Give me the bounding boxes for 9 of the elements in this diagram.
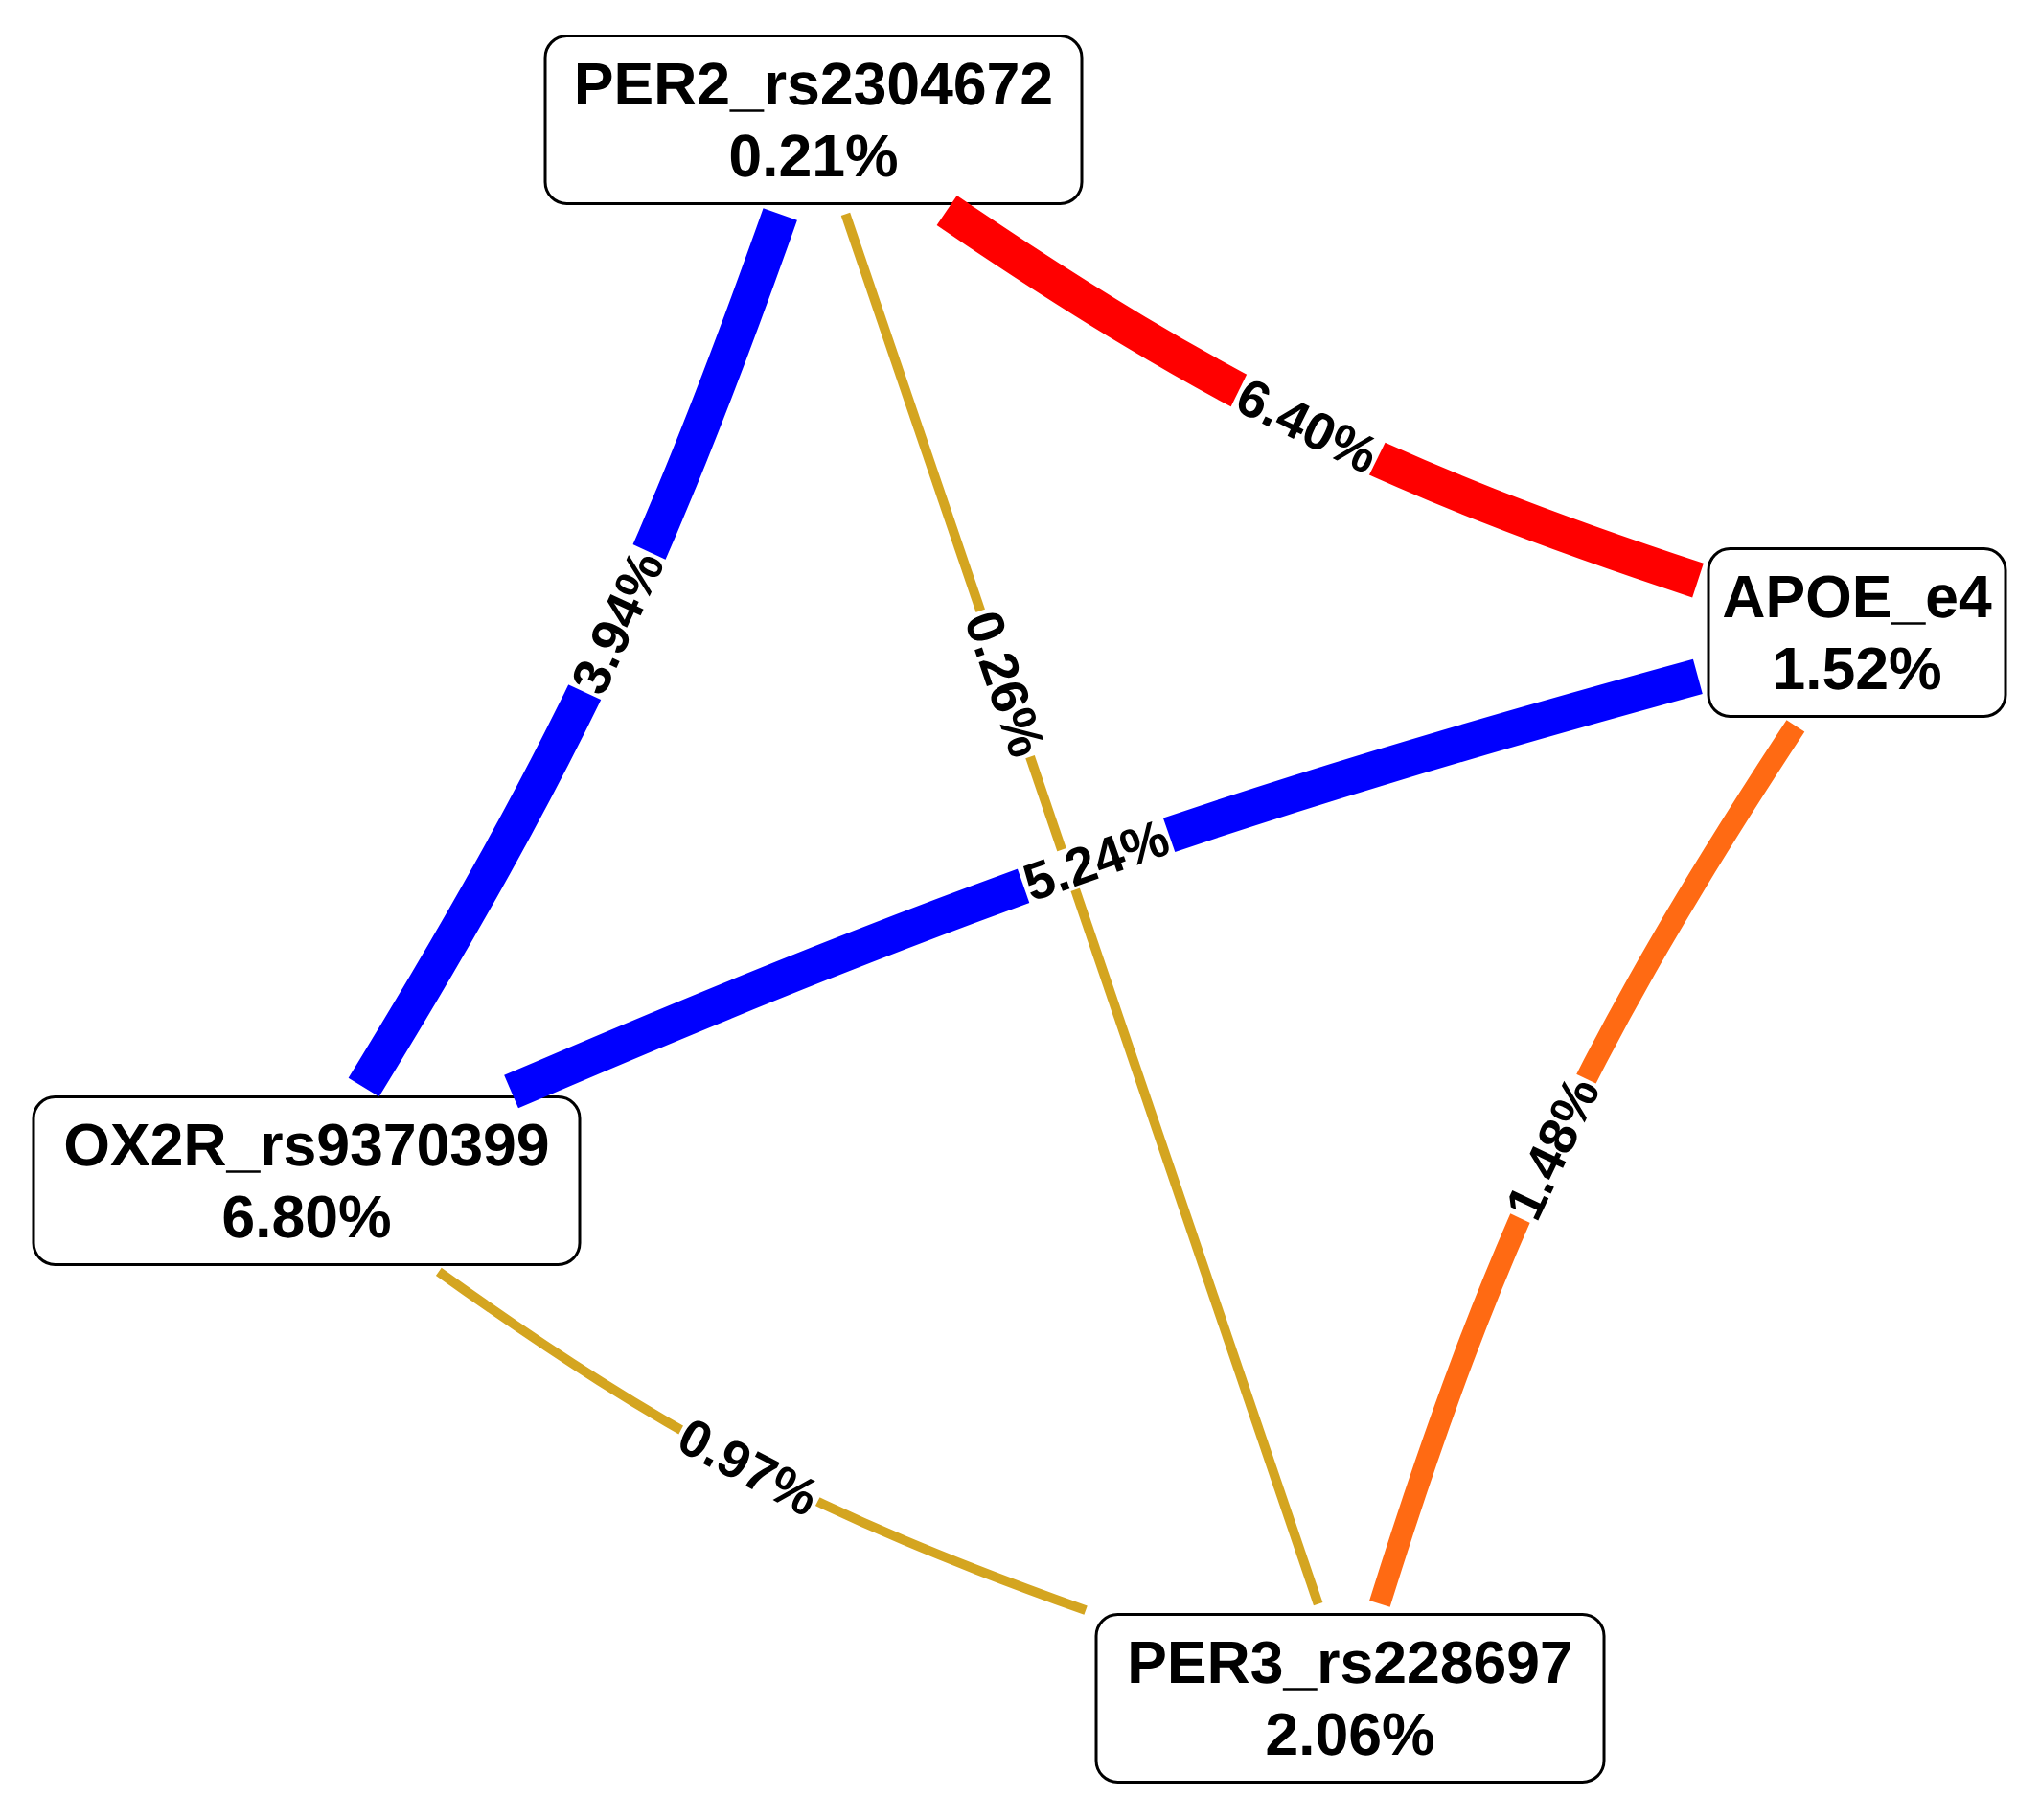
edge-label: 1.48% bbox=[1500, 1069, 1605, 1228]
gene-box: PER3_rs228697 2.06% bbox=[1094, 1613, 1606, 1784]
edge-label: 0.26% bbox=[960, 604, 1050, 764]
edge-label: 3.94% bbox=[565, 543, 670, 702]
edge-label: 5.24% bbox=[1016, 815, 1177, 906]
gene-box: APOE_e4 1.52% bbox=[1707, 547, 2007, 718]
gene-box: PER2_rs2304672 0.21% bbox=[543, 35, 1084, 205]
gene-box: OX2R_rs9370399 6.80% bbox=[32, 1095, 582, 1266]
connector-line bbox=[504, 658, 1703, 1109]
